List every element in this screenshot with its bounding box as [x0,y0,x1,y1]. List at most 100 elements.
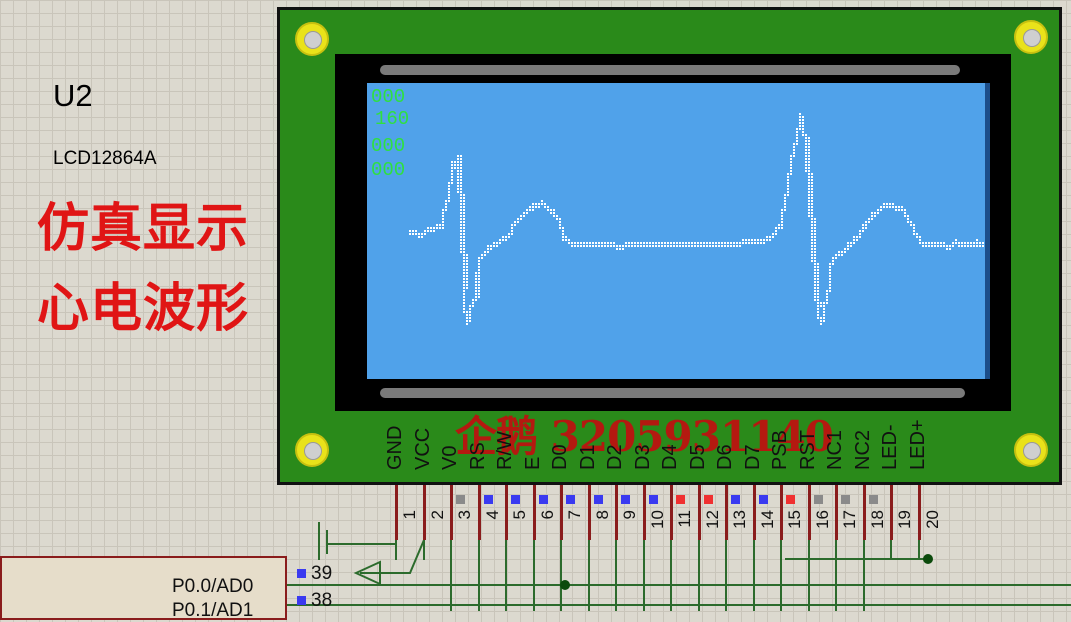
pin-number: 10 [648,510,667,529]
pin-number: 7 [565,510,584,520]
pin-wire [780,540,782,611]
pin-lead[interactable] [725,485,728,540]
pot-wire [353,540,425,586]
pin-label: D3 [632,444,654,470]
gnd-symbol-2 [326,530,328,554]
pin-state-indicator [484,495,493,504]
pin-wire [478,540,480,611]
pin-lead[interactable] [753,485,756,540]
pin-number: 18 [868,510,887,529]
pin-lead[interactable] [918,485,921,540]
pin-wire [890,540,892,560]
pin-number: 12 [703,510,722,529]
pin-lead[interactable] [698,485,701,540]
pin-wire [588,540,590,611]
pin-label: V0 [439,445,461,470]
bus-wire-2 [283,604,1071,606]
pin-wire [450,540,452,611]
pin-wire [643,540,645,611]
lcd-screen: 000 160 000 000 [367,83,990,379]
pin-lead[interactable] [863,485,866,540]
pin-lead[interactable] [423,485,426,540]
pin-lead[interactable] [478,485,481,540]
pin-label: R/W [494,431,516,470]
pin-lead[interactable] [450,485,453,540]
wire-junction [923,554,933,564]
gnd-wire [326,543,396,545]
pin-number: 13 [730,510,749,529]
pin-lead[interactable] [395,485,398,540]
pin-lead[interactable] [560,485,563,540]
mcu-pin-label-1: P0.0/AD0 [172,576,254,597]
pin-lead[interactable] [780,485,783,540]
pin-state-indicator [621,495,630,504]
pin-number: 2 [428,510,447,520]
pin-lead[interactable] [615,485,618,540]
bezel-rail-bottom [380,388,965,398]
pin-state-indicator [566,495,575,504]
pin-label: D0 [549,444,571,470]
pin-label: NC2 [852,429,874,470]
pin-wire [918,540,920,560]
pin-state-indicator [814,495,823,504]
pin-wire [863,540,865,611]
pin-number: 4 [483,510,502,520]
pin-wire [753,540,755,611]
pin-state-indicator [594,495,603,504]
component-ref: U2 [53,78,93,113]
pin-state-indicator [731,495,740,504]
led-wire [785,558,930,560]
mcu-pin-state-1 [297,569,306,578]
pin-wire [395,540,397,560]
pin-lead[interactable] [835,485,838,540]
pin-state-indicator [649,495,658,504]
pin-wire [835,540,837,611]
mcu-pin-state-2 [297,596,306,605]
bus-wire [283,584,1071,586]
lcd-value-1: 000 [371,86,406,108]
pin-number: 14 [758,510,777,529]
pin-wire [505,540,507,611]
pin-number: 15 [785,510,804,529]
pin-lead[interactable] [643,485,646,540]
ecg-waveform [409,113,984,325]
mcu-pin-num-2: 38 [311,590,333,611]
mcu-chip[interactable]: P0.0/AD0 P0.1/AD1 [0,556,287,621]
pin-number: 11 [675,510,694,528]
pin-lead[interactable] [505,485,508,540]
caption-line-1: 仿真显示 [37,198,250,259]
pin-number: 9 [620,510,639,520]
mounting-hole-bottom-right [1014,433,1048,467]
pin-number: 8 [593,510,612,520]
pin-label: VCC [412,427,434,470]
pin-number: 20 [923,510,942,529]
component-part-name: LCD12864A [53,148,157,169]
pin-label: D6 [714,444,736,470]
pin-state-indicator [676,495,685,504]
wire-junction-2 [560,580,570,590]
pin-wire [698,540,700,611]
pin-number: 16 [813,510,832,529]
mcu-pin-label-2: P0.1/AD1 [172,600,254,621]
pin-lead[interactable] [670,485,673,540]
pin-number: 3 [455,510,474,520]
pin-lead[interactable] [890,485,893,540]
mcu-pin-num-1: 39 [311,563,333,584]
gnd-symbol [318,522,320,560]
pin-lead[interactable] [533,485,536,540]
pin-label: RST [797,430,819,470]
lcd-value-4: 000 [371,159,406,181]
pin-state-indicator [539,495,548,504]
pin-state-indicator [786,495,795,504]
pin-number: 6 [538,510,557,520]
pin-wire [533,540,535,611]
pin-lead[interactable] [588,485,591,540]
pin-label: D5 [687,444,709,470]
pin-state-indicator [841,495,850,504]
mounting-hole-top-right [1014,20,1048,54]
pin-number: 5 [510,510,529,520]
watermark-text: 企鹅 3205931140 [455,412,834,461]
pin-lead[interactable] [808,485,811,540]
pin-label: LED- [879,424,901,470]
mounting-hole-bottom-left [295,433,329,467]
